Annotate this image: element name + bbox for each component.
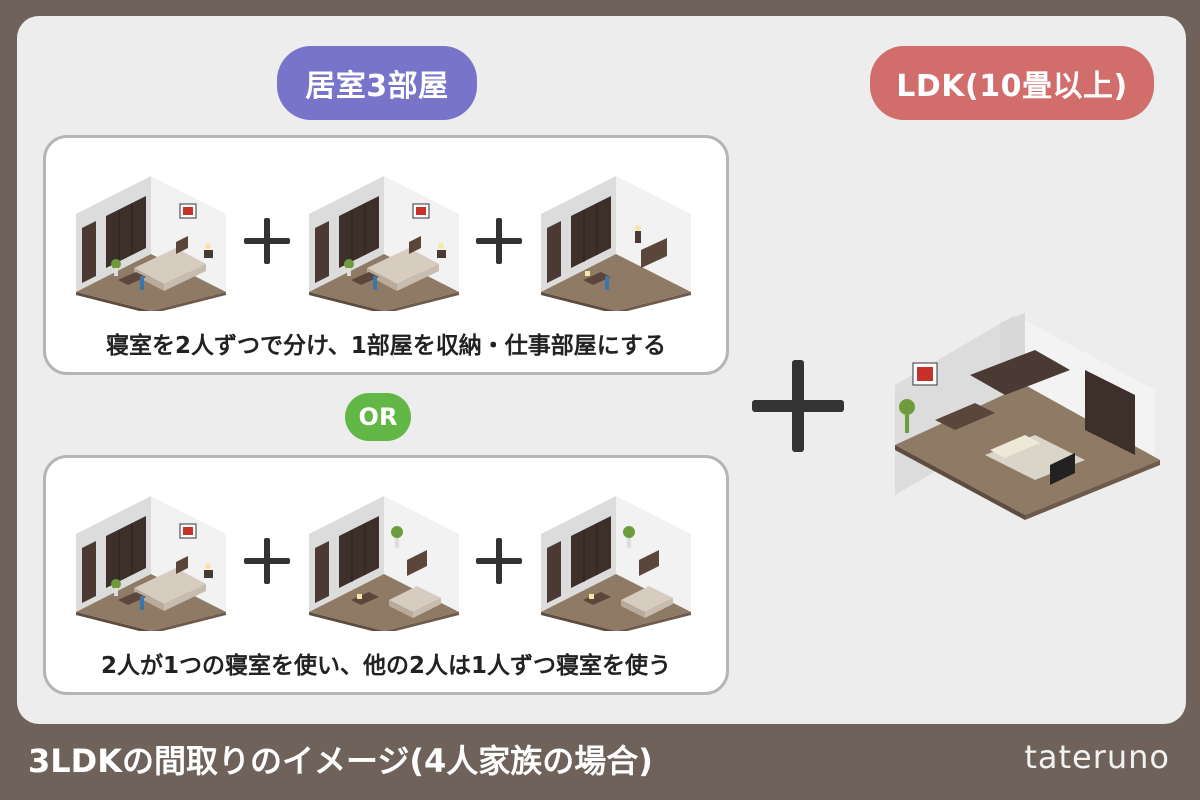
bedroom-single-illustration <box>309 496 459 631</box>
plus-icon <box>476 218 522 264</box>
bedroom-double-illustration <box>76 176 226 311</box>
bedroom-double-illustration <box>76 496 226 631</box>
or-badge: OR <box>345 393 411 441</box>
footer-title: 3LDKの間取りのイメージ(4人家族の場合) <box>28 742 653 780</box>
ldk-label: LDK(10畳以上) <box>870 46 1154 120</box>
option-2-box: 2人が1つの寝室を使い、他の2人は1人ずつ寝室を使う <box>43 455 729 695</box>
plus-icon <box>752 360 844 452</box>
plus-icon <box>476 538 522 584</box>
bedroom-single-illustration <box>541 496 691 631</box>
study-room-illustration <box>541 176 691 311</box>
ldk-room-illustration <box>895 313 1160 520</box>
brand-logo: tateruno <box>1024 738 1170 776</box>
plus-icon <box>244 538 290 584</box>
rooms-label: 居室3部屋 <box>277 46 477 120</box>
option-2-caption: 2人が1つの寝室を使い、他の2人は1人ずつ寝室を使う <box>100 653 671 679</box>
bedroom-double-illustration <box>309 176 459 311</box>
option-1-caption: 寝室を2人ずつで分け、1部屋を収納・仕事部屋にする <box>105 333 667 359</box>
option-1-box: 寝室を2人ずつで分け、1部屋を収納・仕事部屋にする <box>43 135 729 375</box>
plus-icon <box>244 218 290 264</box>
